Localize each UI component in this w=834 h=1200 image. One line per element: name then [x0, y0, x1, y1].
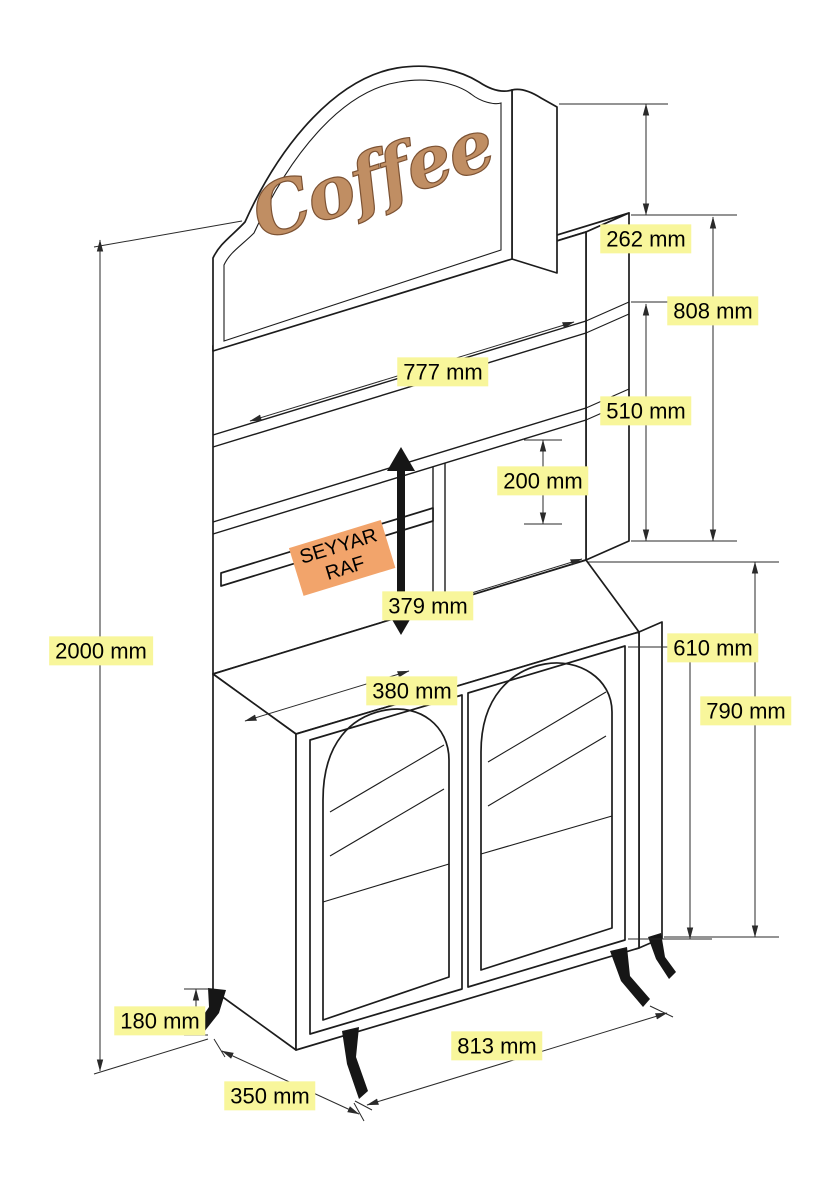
dim-label-sign-panel-height: 262 mm [600, 224, 692, 254]
dim-label-shelf-gap: 200 mm [497, 466, 589, 496]
dim-label-right-section-width: 379 mm [382, 591, 474, 621]
dim-label-overall-height: 2000 mm [49, 636, 153, 666]
dim-label-overall-width: 813 mm [451, 1031, 543, 1061]
dim-label-leg-height: 180 mm [114, 1006, 206, 1036]
dim-label-left-section-width: 380 mm [366, 676, 458, 706]
dim-label-base-cabinet-height: 790 mm [700, 696, 792, 726]
dim-label-open-section-height: 510 mm [600, 396, 692, 426]
dim-label-hutch-inner-width: 777 mm [397, 357, 489, 387]
dim-label-depth: 350 mm [224, 1081, 316, 1111]
dim-label-door-height: 610 mm [667, 633, 759, 663]
dim-label-hutch-height: 808 mm [667, 296, 759, 326]
